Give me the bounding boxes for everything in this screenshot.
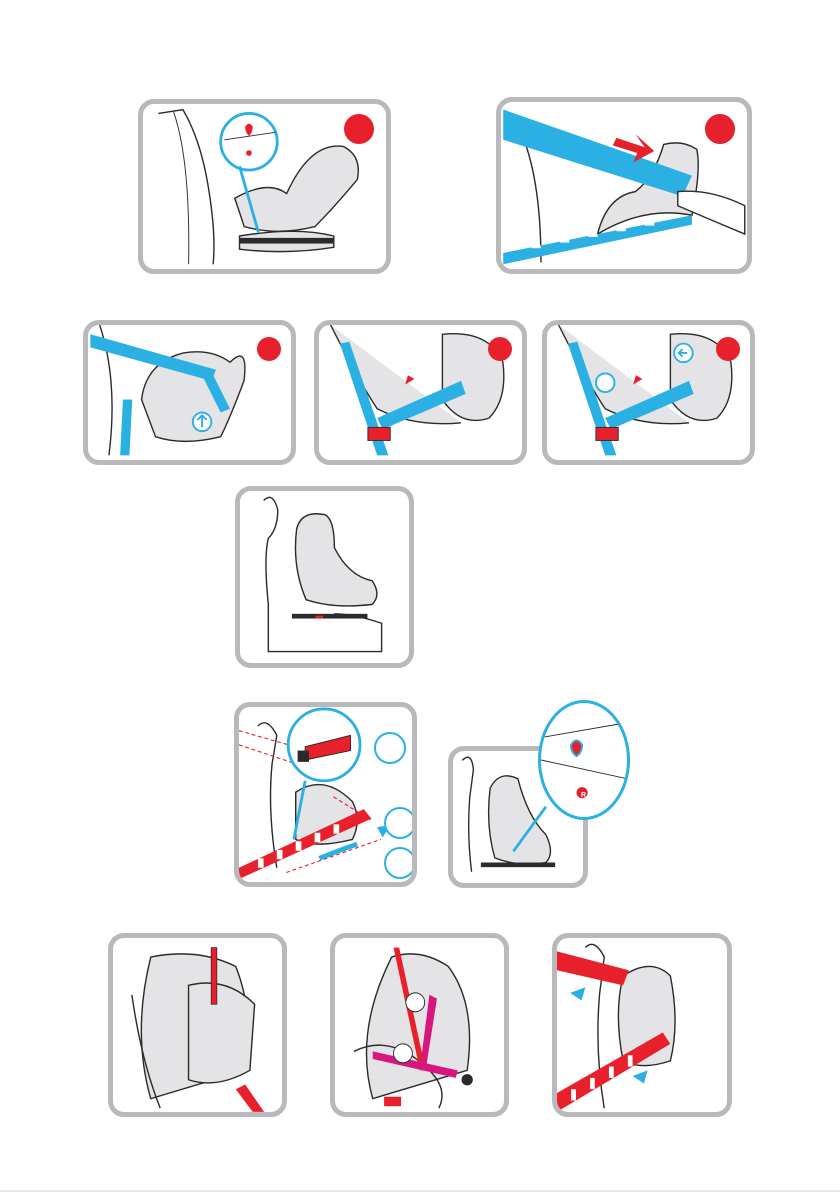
panel-row1-left bbox=[138, 99, 391, 274]
step-marker bbox=[344, 114, 374, 144]
forward-facing-belt-illustration bbox=[557, 938, 727, 1112]
panel-row2-middle bbox=[314, 320, 527, 465]
seat-on-vehicle-seat-illustration bbox=[240, 491, 409, 663]
panel-row1-right bbox=[496, 97, 752, 274]
step-ring-1 bbox=[374, 732, 406, 764]
step-ring-2 bbox=[384, 807, 416, 839]
three-point-harness-illustration bbox=[335, 938, 504, 1112]
panel-row5-right bbox=[552, 933, 732, 1117]
panel-row2-left bbox=[83, 320, 296, 465]
panel-row4-left bbox=[234, 702, 417, 887]
step-marker bbox=[488, 337, 512, 361]
step-ring-3 bbox=[384, 847, 416, 879]
step-marker bbox=[257, 337, 281, 361]
step-marker bbox=[705, 114, 735, 144]
rear-harness-illustration bbox=[113, 938, 282, 1112]
panel-row5-middle bbox=[330, 933, 509, 1117]
indicator-zoom: R bbox=[538, 700, 630, 820]
panel-row3 bbox=[235, 486, 414, 668]
step-marker bbox=[716, 337, 740, 361]
panel-row5-left bbox=[108, 933, 287, 1117]
panel-row2-right bbox=[542, 320, 755, 465]
indicator-letter: R bbox=[581, 792, 586, 799]
indicator-zoom-graphic bbox=[541, 703, 627, 817]
